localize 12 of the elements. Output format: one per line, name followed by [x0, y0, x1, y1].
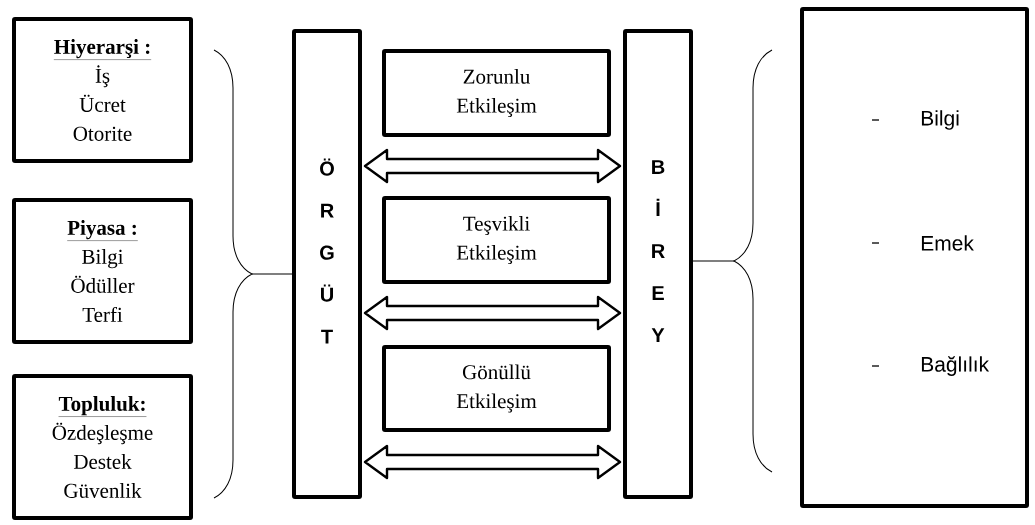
interaction-box: Gönüllü Etkileşim	[382, 345, 611, 432]
double-arrow	[363, 444, 622, 480]
category-box: Hiyerarşi : İş Ücret Otorite	[12, 17, 193, 163]
category-box: Topluluk: Özdeşleşme Destek Güvenlik	[12, 374, 193, 520]
vertical-box: BİREY	[623, 29, 693, 499]
interaction-box: Zorunlu Etkileşim	[382, 49, 611, 137]
double-arrow	[363, 148, 622, 184]
category-box: Piyasa : Bilgi Ödüller Terfi	[12, 198, 193, 344]
double-arrow	[363, 295, 622, 331]
list-box: Bilgi Emek Bağlılık	[800, 7, 1029, 508]
vertical-box: ÖRGÜT	[292, 29, 362, 499]
interaction-box: Teşvikli Etkileşim	[382, 196, 611, 284]
